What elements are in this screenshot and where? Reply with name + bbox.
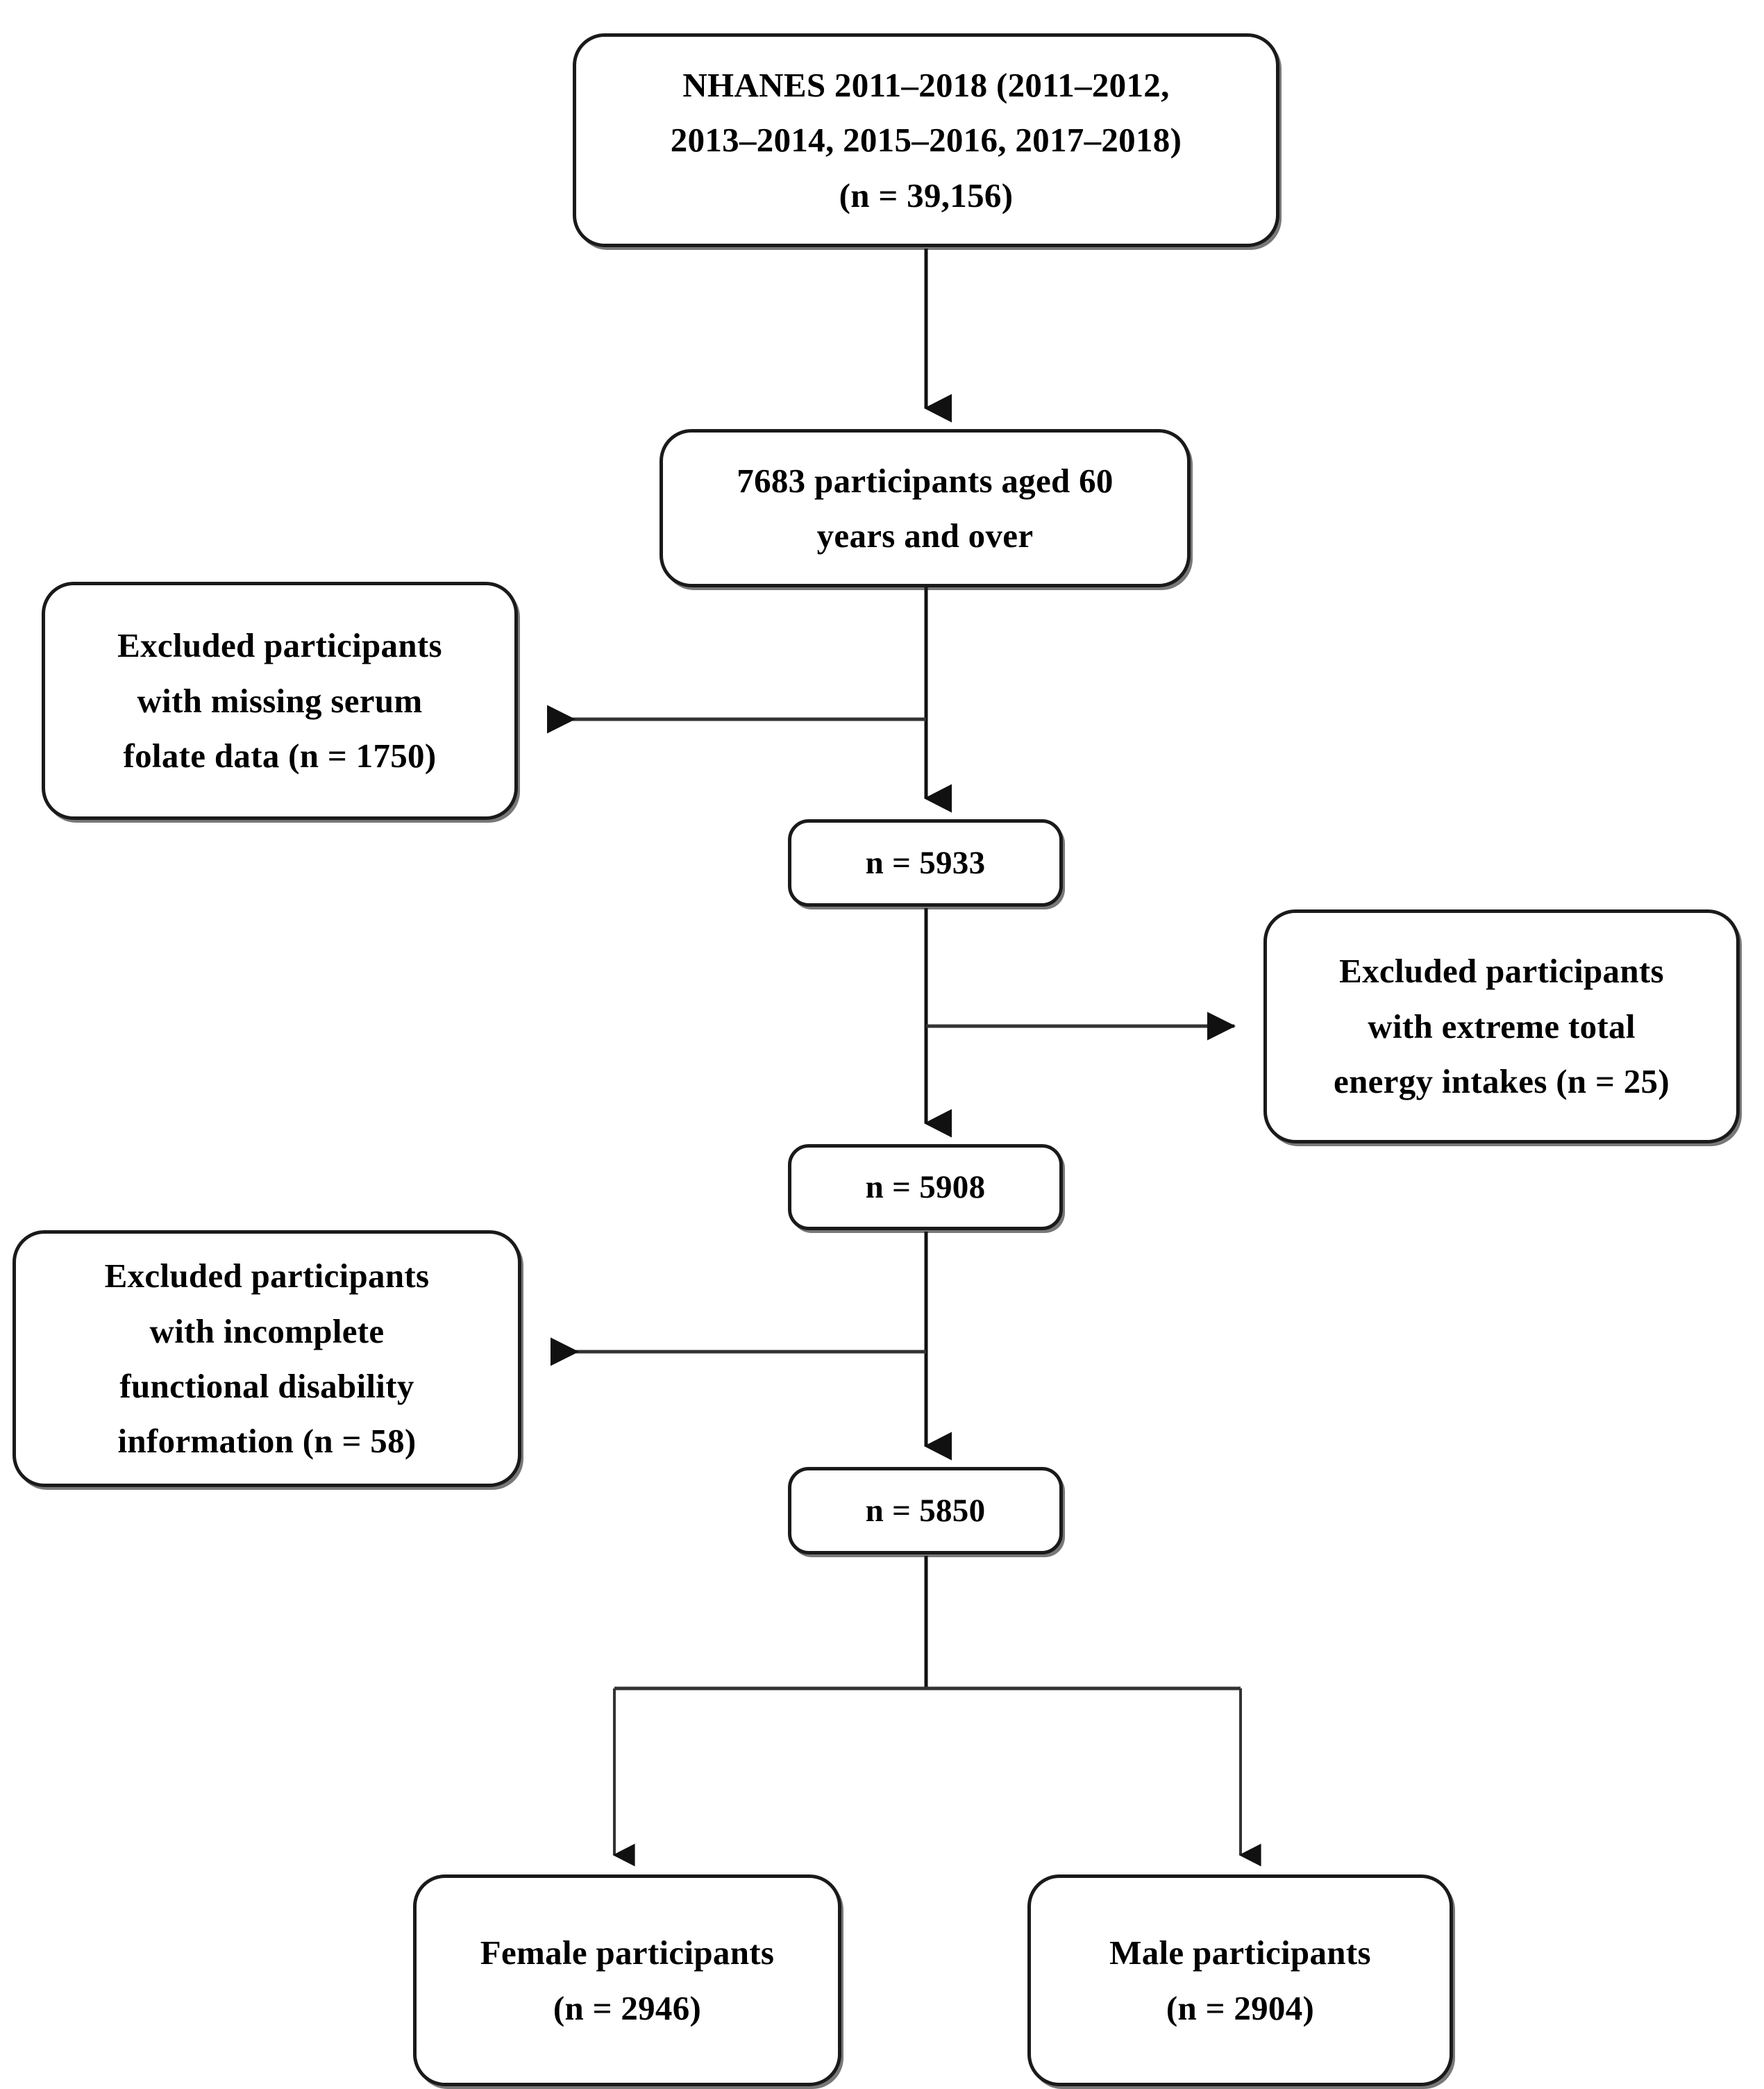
female-participants-box: Female participants (n = 2946) — [413, 1874, 841, 2086]
final-analytic-sample-5850-box: n = 5850 — [788, 1467, 1063, 1554]
source-cohort-box: NHANES 2011–2018 (2011–2012, 2013–2014, … — [573, 33, 1279, 247]
excluded-extreme-energy-intake-label: Excluded participants with extreme total… — [1334, 952, 1670, 1101]
remaining-5908-box: n = 5908 — [788, 1144, 1063, 1230]
aged-60-and-over-box: 7683 participants aged 60 years and over — [660, 429, 1191, 587]
excluded-incomplete-functional-disability-box: Excluded participants with incomplete fu… — [12, 1230, 521, 1487]
remaining-5908-label: n = 5908 — [865, 1168, 986, 1205]
excluded-missing-serum-folate-box: Excluded participants with missing serum… — [42, 582, 518, 820]
excluded-missing-serum-folate-label: Excluded participants with missing serum… — [117, 626, 442, 775]
female-participants-label: Female participants (n = 2946) — [480, 1933, 775, 2027]
excluded-incomplete-functional-disability-label: Excluded participants with incomplete fu… — [104, 1257, 430, 1461]
aged-60-and-over-label: 7683 participants aged 60 years and over — [737, 461, 1114, 555]
final-analytic-sample-5850-label: n = 5850 — [865, 1492, 986, 1529]
male-participants-box: Male participants (n = 2904) — [1027, 1874, 1453, 2086]
remaining-5933-box: n = 5933 — [788, 819, 1063, 907]
male-participants-label: Male participants (n = 2904) — [1109, 1933, 1371, 2027]
excluded-extreme-energy-intake-box: Excluded participants with extreme total… — [1263, 909, 1740, 1143]
source-cohort-label: NHANES 2011–2018 (2011–2012, 2013–2014, … — [670, 65, 1182, 215]
remaining-5933-label: n = 5933 — [865, 844, 986, 881]
